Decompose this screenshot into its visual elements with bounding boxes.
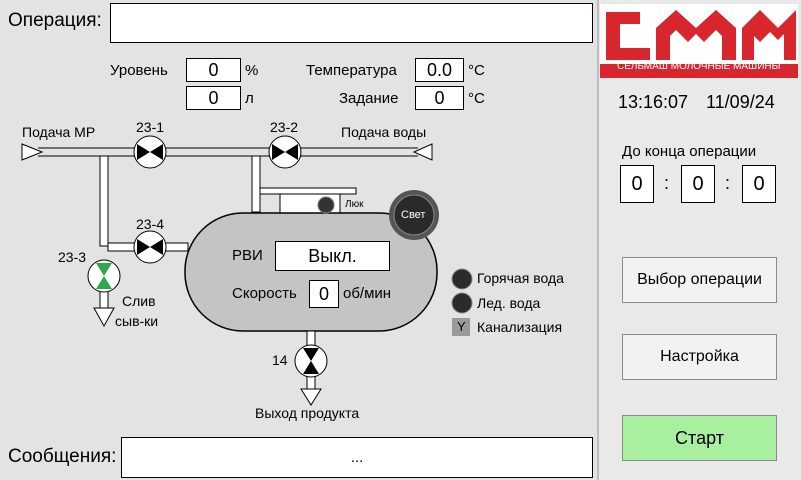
temperature-label: Температура (306, 62, 397, 79)
logo-caption: СЕЛЬМАШ МОЛОЧНЫЕ МАШИНЫ (617, 61, 781, 72)
ice-water-indicator (451, 292, 473, 314)
select-operation-button[interactable]: Выбор операции (622, 257, 777, 303)
start-button[interactable]: Старт (622, 415, 777, 461)
level-percent-unit: % (245, 62, 259, 79)
temperature-value: 0.0 (415, 58, 464, 82)
supply-water-label: Подача воды (341, 124, 427, 140)
valve-23-4-label: 23-4 (136, 216, 165, 232)
valve-23-1-label: 23-1 (136, 119, 165, 135)
valve-23-4[interactable] (133, 230, 167, 264)
valve-23-2-label: 23-2 (270, 119, 299, 135)
hatch-indicator (317, 196, 335, 214)
hatch-rail (259, 187, 357, 195)
light-button[interactable] (389, 190, 439, 240)
temperature-unit: °C (468, 62, 485, 79)
sewer-indicator (452, 318, 470, 336)
countdown-hours: 0 (620, 165, 654, 203)
pipe-main-line (21, 143, 433, 161)
level-label: Уровень (110, 62, 168, 79)
process-diagram (21, 135, 473, 406)
company-logo (600, 4, 798, 78)
valve-14-label: 14 (272, 352, 288, 368)
speed-value: 0 (309, 280, 339, 308)
messages-label: Сообщения: (8, 446, 117, 467)
hot-water-indicator (451, 268, 473, 290)
countdown-separator-2: : (725, 173, 731, 193)
setpoint-unit: °C (468, 90, 485, 107)
pipe-drain-branch (93, 155, 115, 328)
speed-unit: об/мин (343, 285, 392, 302)
pipe-water-down (251, 155, 261, 213)
supply-mr-label: Подача МР (22, 124, 96, 140)
speed-label: Скорость (232, 285, 297, 302)
rvi-value: Выкл. (275, 241, 390, 271)
clock-time: 13:16:07 (618, 92, 689, 112)
setpoint-label: Задание (339, 90, 399, 107)
sewer-icon: Y (457, 319, 466, 334)
operation-label: Операция: (8, 10, 102, 31)
valve-23-2[interactable] (268, 135, 302, 169)
hatch-label: Люк (345, 199, 364, 210)
product-out-label: Выход продукта (255, 405, 360, 421)
level-liters-value: 0 (186, 86, 241, 110)
valve-23-1[interactable] (133, 135, 167, 169)
valve-23-3-label: 23-3 (58, 249, 87, 265)
sewer-label: Канализация (477, 319, 563, 335)
hot-water-label: Горячая вода (477, 270, 564, 286)
clock-date: 11/09/24 (706, 92, 775, 112)
product-out-arrow (300, 388, 322, 406)
messages-field: ... (121, 437, 593, 478)
light-button-label[interactable]: Свет (401, 209, 426, 221)
valve-14[interactable] (294, 344, 328, 378)
right-panel (597, 0, 801, 480)
operation-field (110, 3, 593, 43)
level-liters-unit: л (245, 90, 254, 107)
countdown-seconds: 0 (742, 165, 776, 203)
setpoint-value[interactable]: 0 (415, 86, 464, 110)
settings-button[interactable]: Настройка (622, 334, 777, 380)
drain-label-line1: Слив (122, 293, 156, 309)
valve-23-3[interactable] (87, 259, 121, 293)
countdown-separator-1: : (664, 173, 670, 193)
ice-water-label: Лед. вода (477, 295, 541, 311)
countdown-minutes: 0 (681, 165, 715, 203)
level-percent-value: 0 (186, 58, 241, 82)
rvi-label: РВИ (232, 247, 263, 264)
countdown-label: До конца операции (622, 143, 757, 160)
drain-label-line2: сыв-ки (115, 313, 159, 329)
